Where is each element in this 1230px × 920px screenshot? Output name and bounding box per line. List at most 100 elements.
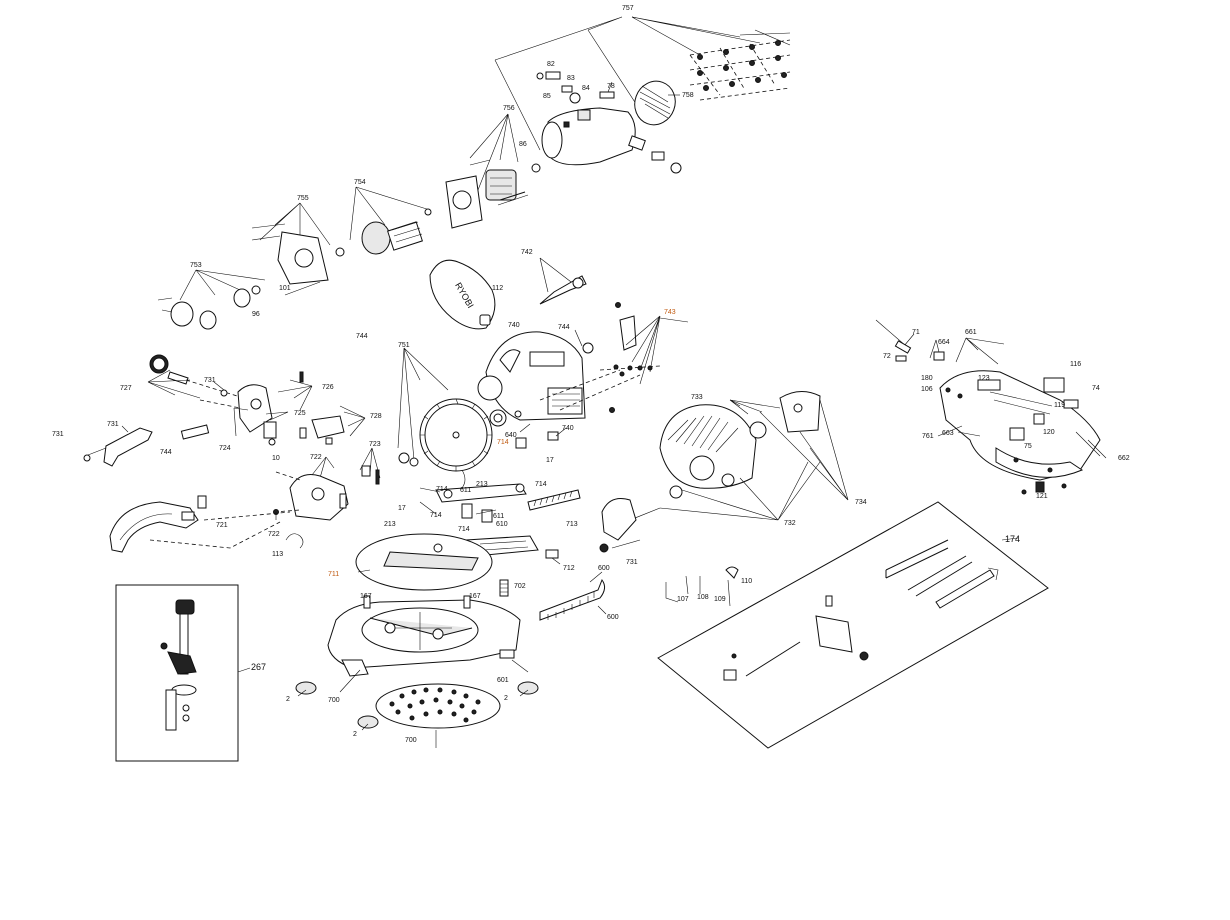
label-116: 116 bbox=[1070, 361, 1081, 368]
label-123: 123 bbox=[978, 375, 990, 382]
label-86: 86 bbox=[519, 141, 527, 148]
label-731-b: 731 bbox=[107, 421, 119, 428]
base-group bbox=[295, 595, 539, 748]
label-725: 725 bbox=[294, 410, 306, 417]
blade-guard-group: RYOBI bbox=[429, 257, 689, 421]
label-2-c: 2 bbox=[353, 731, 357, 738]
motor-internals-group bbox=[157, 113, 541, 330]
label-714-e: 714 bbox=[458, 526, 470, 533]
label-10: 10 bbox=[272, 455, 280, 462]
label-714-c: 714 bbox=[535, 481, 547, 488]
label-740-b: 740 bbox=[562, 425, 574, 432]
label-751: 751 bbox=[398, 342, 410, 349]
fan-cover-758 bbox=[634, 80, 680, 126]
label-700-b: 700 bbox=[405, 737, 417, 744]
label-109: 109 bbox=[714, 596, 726, 603]
label-714-a: 714 bbox=[497, 439, 509, 446]
label-106: 106 bbox=[921, 386, 933, 393]
label-2-a: 2 bbox=[286, 696, 290, 703]
label-758: 758 bbox=[682, 92, 694, 99]
label-113: 113 bbox=[272, 551, 283, 558]
label-96: 96 bbox=[252, 311, 260, 318]
label-121: 121 bbox=[1036, 493, 1048, 500]
label-712: 712 bbox=[563, 565, 575, 572]
label-726: 726 bbox=[322, 384, 334, 391]
label-107: 107 bbox=[677, 596, 689, 603]
label-722-a: 722 bbox=[310, 454, 322, 461]
label-728: 728 bbox=[370, 413, 382, 420]
accessories-174 bbox=[657, 501, 1049, 749]
label-731-a: 731 bbox=[204, 377, 216, 384]
label-757: 757 bbox=[622, 5, 634, 12]
label-740: 740 bbox=[508, 322, 520, 329]
label-713: 713 bbox=[566, 521, 578, 528]
label-600-b: 600 bbox=[607, 614, 619, 621]
label-756: 756 bbox=[503, 105, 515, 112]
label-733: 733 bbox=[691, 394, 703, 401]
label-180: 180 bbox=[921, 375, 933, 382]
label-101: 101 bbox=[279, 285, 291, 292]
callout-labels: 757 758 756 755 754 753 82 83 84 85 86 7… bbox=[52, 5, 1130, 744]
label-112: 112 bbox=[492, 285, 503, 292]
label-711: 711 bbox=[328, 571, 339, 578]
label-108: 108 bbox=[697, 594, 709, 601]
label-744-guard: 744 bbox=[558, 324, 570, 331]
label-724: 724 bbox=[219, 445, 231, 452]
inset-267 bbox=[115, 584, 251, 762]
label-754: 754 bbox=[354, 179, 366, 186]
label-71: 71 bbox=[912, 329, 920, 336]
label-611-b: 611 bbox=[493, 513, 504, 520]
label-714-d: 714 bbox=[430, 512, 442, 519]
label-722-b: 722 bbox=[268, 531, 280, 538]
label-723: 723 bbox=[369, 441, 381, 448]
label-267: 267 bbox=[251, 662, 266, 672]
label-743: 743 bbox=[664, 309, 676, 316]
label-75: 75 bbox=[1024, 443, 1032, 450]
label-731-c: 731 bbox=[52, 431, 64, 438]
label-664: 664 bbox=[938, 339, 950, 346]
electrical-group bbox=[875, 319, 1107, 495]
label-78: 78 bbox=[607, 83, 615, 90]
label-661: 661 bbox=[965, 329, 977, 336]
label-640: 640 bbox=[505, 432, 517, 439]
label-610: 610 bbox=[496, 521, 508, 528]
label-702: 702 bbox=[514, 583, 526, 590]
label-74: 74 bbox=[1092, 385, 1100, 392]
label-213: 213 bbox=[476, 481, 488, 488]
label-753: 753 bbox=[190, 262, 202, 269]
label-17-b: 17 bbox=[398, 505, 406, 512]
label-119: 119 bbox=[1054, 402, 1065, 409]
label-83: 83 bbox=[567, 75, 575, 82]
label-600-a: 600 bbox=[598, 565, 610, 572]
label-714-b: 714 bbox=[436, 486, 448, 493]
label-744-spring: 744 bbox=[356, 333, 368, 340]
screw-grid-757 bbox=[689, 29, 791, 101]
label-82: 82 bbox=[547, 61, 555, 68]
label-213-b: 213 bbox=[384, 521, 396, 528]
label-755: 755 bbox=[297, 195, 309, 202]
center-table-group bbox=[355, 423, 607, 621]
label-2-b: 2 bbox=[504, 695, 508, 702]
label-732: 732 bbox=[784, 520, 796, 527]
perforated-plate-holes bbox=[389, 687, 481, 723]
label-742: 742 bbox=[521, 249, 533, 256]
label-174: 174 bbox=[1005, 534, 1020, 544]
lower-guard-group bbox=[599, 391, 849, 553]
label-744-pin: 744 bbox=[160, 449, 172, 456]
label-761: 761 bbox=[922, 433, 934, 440]
label-734: 734 bbox=[855, 499, 867, 506]
label-167-a: 167 bbox=[360, 593, 372, 600]
saw-blade-751 bbox=[397, 347, 522, 472]
label-721: 721 bbox=[216, 522, 228, 529]
motor-housing-group bbox=[494, 16, 791, 174]
label-72: 72 bbox=[883, 353, 891, 360]
label-17-a: 17 bbox=[546, 457, 554, 464]
label-731-d: 731 bbox=[626, 559, 638, 566]
label-662: 662 bbox=[1118, 455, 1130, 462]
label-700-a: 700 bbox=[328, 697, 340, 704]
label-120: 120 bbox=[1043, 429, 1055, 436]
label-663: 663 bbox=[942, 430, 954, 437]
left-assemblies-group bbox=[83, 354, 381, 553]
